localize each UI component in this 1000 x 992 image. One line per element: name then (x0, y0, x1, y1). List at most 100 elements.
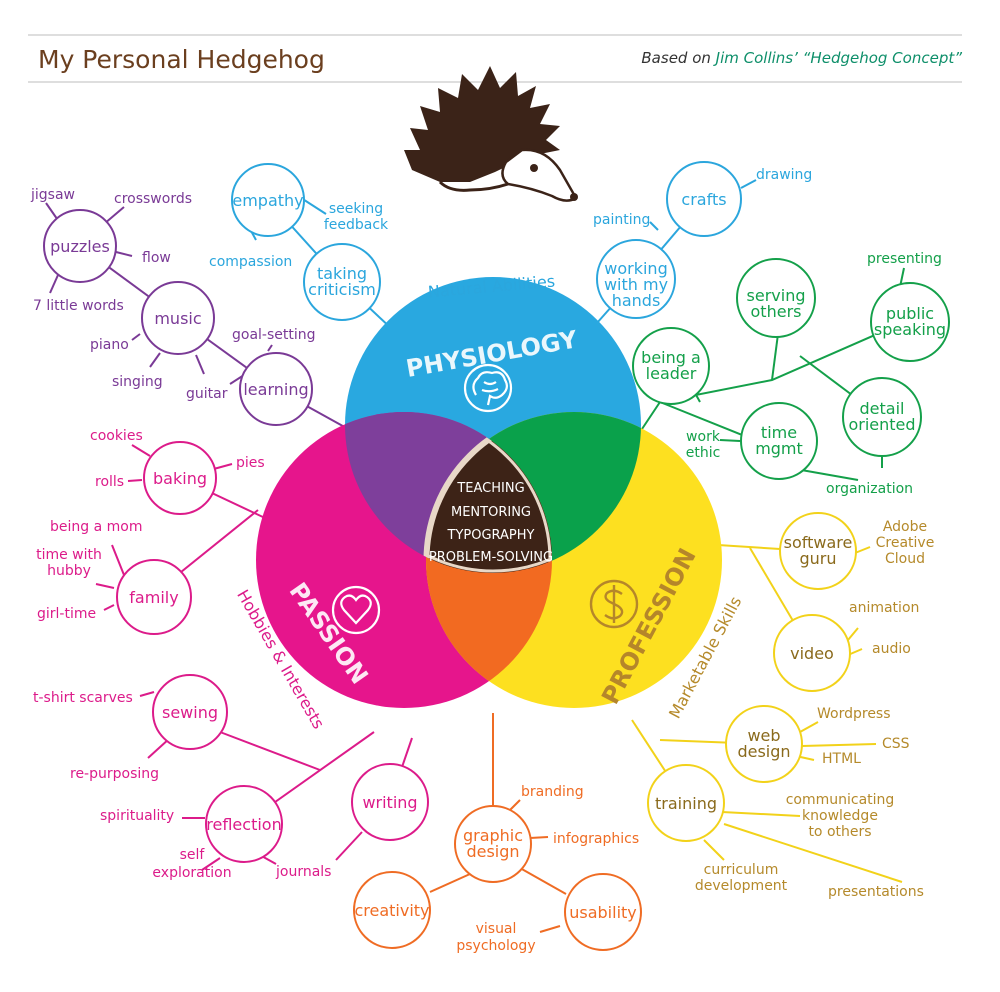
leaf-organization: organization (826, 481, 913, 497)
node-learning (239, 352, 313, 426)
node-reflection (205, 785, 283, 863)
node-serving-others (736, 258, 816, 338)
dollar-icon (589, 579, 639, 629)
node-label-empathy: empathy (232, 191, 303, 210)
leaf-guitar: guitar (186, 386, 228, 402)
leaf-compassion: compassion (209, 254, 292, 270)
leaf-journals: journals (275, 864, 331, 880)
center-item: PROBLEM-SOLVING (429, 550, 553, 565)
node-training (647, 764, 725, 842)
node-puzzles (43, 209, 117, 283)
center-item: TEACHING (456, 481, 524, 496)
node-time-mgmt (740, 402, 818, 480)
brain-icon (463, 363, 513, 413)
leaf-t-shirt-scarves: t-shirt scarves (33, 690, 133, 706)
node-label-sewing: sewing (162, 703, 218, 722)
leaf-7-little-words: 7 little words (33, 298, 124, 314)
attribution-concept: “Hedgehog Concept” (798, 49, 962, 67)
leaf-css: CSS (882, 736, 910, 752)
node-label-training: training (655, 794, 717, 813)
leaf-html: HTML (822, 751, 861, 767)
leaf-presentations: presentations (828, 884, 924, 900)
node-creativity (353, 871, 431, 949)
attribution: Based on Jim Collins’ “Hedgehog Concept” (641, 49, 962, 67)
leaf-drawing: drawing (756, 167, 812, 183)
leaf-jigsaw: jigsaw (30, 187, 75, 203)
node-sewing (152, 674, 228, 750)
leaf-flow: flow (142, 250, 171, 266)
node-graphic-design (454, 805, 532, 883)
leaf-cookies: cookies (90, 428, 143, 444)
node-taking-criticism (303, 243, 381, 321)
leaf-re-purposing: re-purposing (70, 766, 159, 782)
center-list: TEACHING MENTORING TYPOGRAPHY PROBLEM-SO… (429, 481, 553, 565)
node-working-hands (596, 239, 676, 319)
leaf-pies: pies (236, 455, 265, 471)
leaf-presenting: presenting (867, 251, 942, 267)
leaf-singing: singing (112, 374, 163, 390)
attribution-prefix: Based on (641, 49, 715, 67)
page-title: My Personal Hedgehog (38, 45, 325, 74)
node-video (773, 614, 851, 692)
leaf-wordpress: Wordpress (817, 706, 891, 722)
leaf-goal-setting: goal-setting (232, 327, 316, 343)
leaf-spirituality: spirituality (100, 808, 174, 824)
leaf-being-a-mom: being a mom (50, 519, 142, 535)
node-detail-oriented (842, 377, 922, 457)
leaf-infographics: infographics (553, 831, 639, 847)
node-public-speaking (870, 282, 950, 362)
center-item: MENTORING (451, 505, 531, 520)
node-empathy (231, 163, 305, 237)
node-family (116, 559, 192, 635)
leaf-rolls: rolls (95, 474, 124, 490)
hedgehog-icon (404, 66, 578, 202)
node-label-baking: baking (153, 469, 207, 488)
node-usability (564, 873, 642, 951)
node-circles (43, 161, 950, 951)
leaf-painting: painting (593, 212, 650, 228)
attribution-author: Jim Collins’ (713, 49, 798, 67)
heart-icon (331, 585, 381, 635)
leaf-girl-time: girl-time (37, 606, 96, 622)
node-label-puzzles: puzzles (50, 237, 110, 256)
center-item: TYPOGRAPHY (447, 528, 535, 543)
leaf-animation: animation (849, 600, 919, 616)
node-label-family: family (129, 588, 178, 607)
node-web-design (725, 705, 803, 783)
leaf-piano: piano (90, 337, 129, 353)
node-label-video: video (790, 644, 834, 663)
node-label-music: music (154, 309, 201, 328)
node-writing (351, 763, 429, 841)
node-label-learning: learning (243, 380, 308, 399)
node-baking (143, 441, 217, 515)
leaf-labels: jigsaw crosswords flow 7 little words pi… (30, 167, 942, 954)
node-crafts (666, 161, 742, 237)
node-software-guru (779, 512, 857, 590)
node-label-reflection: reflection (206, 815, 281, 834)
leaf-crosswords: crosswords (114, 191, 192, 207)
leaf-branding: branding (521, 784, 584, 800)
node-label-usability: usability (569, 903, 637, 922)
leaf-audio: audio (872, 641, 911, 657)
node-label-creativity: creativity (354, 901, 429, 920)
